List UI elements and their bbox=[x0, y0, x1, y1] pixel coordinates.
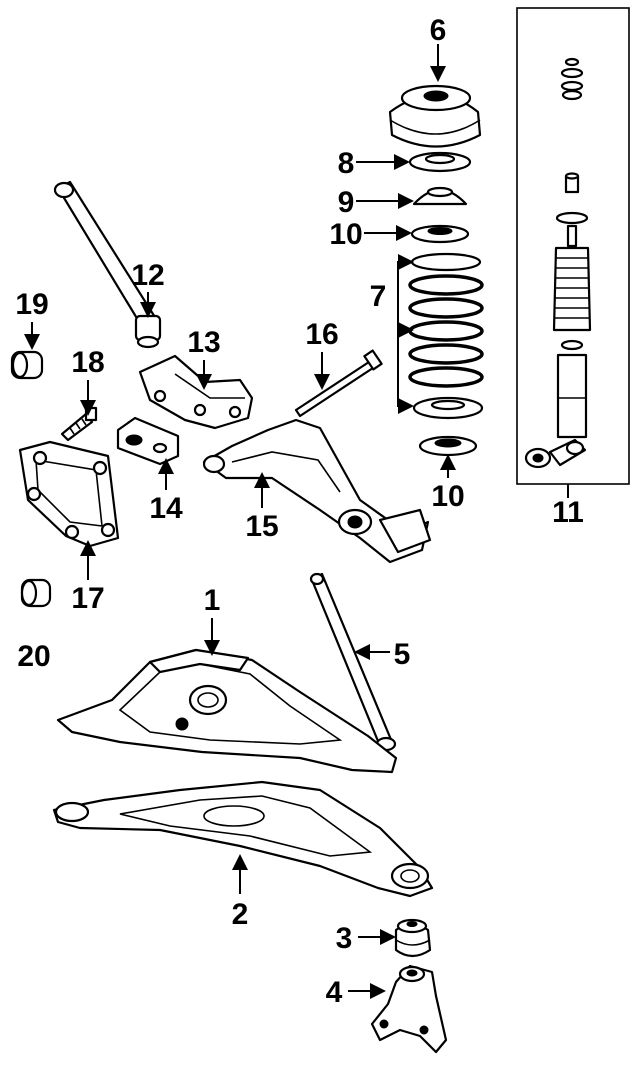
reinforcement-plate bbox=[18, 440, 120, 548]
upper-strut-mount bbox=[388, 84, 482, 148]
callout-10-upper: 10 bbox=[329, 218, 362, 251]
callout-7: 7 bbox=[370, 280, 387, 313]
callout-8: 8 bbox=[338, 147, 355, 180]
threaded-stud bbox=[60, 406, 98, 442]
callout-16: 16 bbox=[305, 318, 338, 351]
callout-6: 6 bbox=[430, 14, 447, 47]
callout-1: 1 bbox=[204, 584, 221, 617]
lower-crossmember bbox=[52, 780, 434, 898]
callout-18: 18 bbox=[71, 346, 104, 379]
callout-17: 17 bbox=[71, 582, 104, 615]
mount-pad bbox=[116, 416, 180, 466]
lower-control-arm bbox=[202, 418, 432, 564]
bushing-upper bbox=[10, 350, 44, 380]
callout-11: 11 bbox=[552, 496, 584, 529]
leader-lines bbox=[24, 44, 569, 999]
coil-spring bbox=[408, 252, 484, 388]
trailing-link bbox=[53, 180, 162, 349]
callout-14: 14 bbox=[149, 492, 183, 525]
callout-10-lower: 10 bbox=[431, 480, 464, 513]
mounting-bracket bbox=[138, 354, 254, 430]
callout-12: 12 bbox=[131, 259, 164, 292]
callout-2: 2 bbox=[232, 898, 249, 931]
crossmember-mount bbox=[394, 918, 432, 958]
pivot-bolt bbox=[294, 349, 383, 418]
callout-15: 15 bbox=[245, 510, 278, 543]
callout-9: 9 bbox=[338, 186, 355, 219]
callout-20: 20 bbox=[17, 640, 50, 673]
strut-rod bbox=[309, 572, 397, 752]
bushing-lower bbox=[20, 578, 52, 608]
callout-3: 3 bbox=[336, 922, 353, 955]
shock-absorber-assembly bbox=[516, 7, 630, 485]
spring-seats bbox=[408, 151, 484, 457]
callout-5: 5 bbox=[394, 638, 411, 671]
callout-4: 4 bbox=[326, 976, 343, 1009]
upper-crossmember bbox=[56, 648, 398, 774]
callout-19: 19 bbox=[15, 288, 48, 321]
callout-13: 13 bbox=[187, 326, 220, 359]
mount-bracket bbox=[370, 964, 448, 1054]
